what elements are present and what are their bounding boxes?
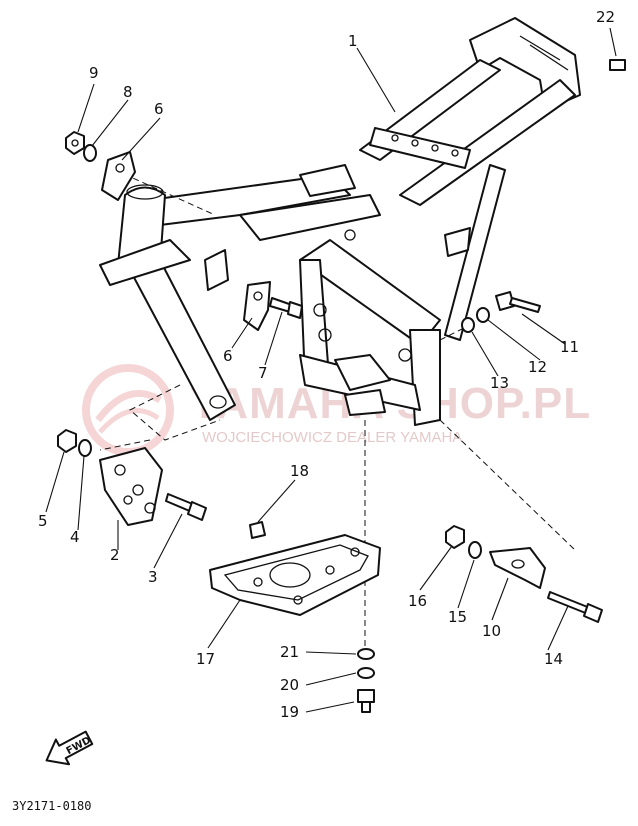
callout-15: 15 <box>448 608 467 626</box>
callout-6-lower: 6 <box>223 347 233 365</box>
guide-line-6-head <box>114 169 216 216</box>
callout-7: 7 <box>258 364 268 382</box>
part-6-bracket-upper <box>101 151 136 201</box>
callout-14: 14 <box>544 650 563 668</box>
part-6-bracket-lower <box>243 281 271 331</box>
callout-6-upper: 6 <box>154 100 164 118</box>
callout-11: 11 <box>560 338 579 356</box>
part-12-washer <box>476 307 490 323</box>
callout-3: 3 <box>148 568 158 586</box>
callout-12: 12 <box>528 358 547 376</box>
part-2-engine-bracket <box>99 447 163 526</box>
part-7-bolt <box>269 297 303 319</box>
callout-13: 13 <box>490 374 509 392</box>
callout-labels: 1 2 3 4 5 6 6 7 8 9 10 11 12 13 14 15 16… <box>38 8 615 721</box>
guide-line-downtube <box>129 384 221 441</box>
callout-4: 4 <box>70 528 80 546</box>
part-3-bolt <box>165 493 207 521</box>
callout-8: 8 <box>123 83 133 101</box>
watermark-logo <box>82 364 174 456</box>
callout-21: 21 <box>280 643 299 661</box>
part-15-washer <box>468 541 482 559</box>
part-19-bolt <box>357 689 375 713</box>
callout-1: 1 <box>348 32 358 50</box>
part-10-bracket <box>489 547 546 589</box>
callout-9: 9 <box>89 64 99 82</box>
callout-20: 20 <box>280 676 299 694</box>
callout-5: 5 <box>38 512 48 530</box>
part-18-damper <box>249 521 266 539</box>
diagram-code: 3Y2171-0180 <box>12 799 91 813</box>
part-14-bolt <box>547 591 603 623</box>
leader-lines <box>45 27 617 713</box>
callout-22: 22 <box>596 8 615 26</box>
part-16-nut <box>445 525 465 549</box>
callout-10: 10 <box>482 622 501 640</box>
part-20-washer <box>357 667 375 679</box>
callout-17: 17 <box>196 650 215 668</box>
part-13-washer <box>461 317 475 333</box>
frame <box>99 17 581 426</box>
watermark-dealer: WOJCIECHOWICZ DEALER YAMAHA <box>202 429 462 446</box>
part-17-skid-plate <box>209 534 381 616</box>
part-22-bolt <box>609 59 626 71</box>
part-5-nut <box>57 429 77 453</box>
guide-line-rear-bracket <box>439 419 576 551</box>
part-4-washer <box>78 439 92 457</box>
part-11-bolt <box>495 291 541 313</box>
guide-line-13 <box>439 324 471 341</box>
part-9-nut <box>65 131 85 155</box>
guide-line-2 <box>99 439 151 451</box>
callout-16: 16 <box>408 592 427 610</box>
fwd-arrow: FWD <box>45 730 94 766</box>
callout-2: 2 <box>110 546 120 564</box>
callout-19: 19 <box>280 703 299 721</box>
part-21-collar <box>357 648 375 660</box>
callout-18: 18 <box>290 462 309 480</box>
part-8-washer <box>83 144 97 162</box>
